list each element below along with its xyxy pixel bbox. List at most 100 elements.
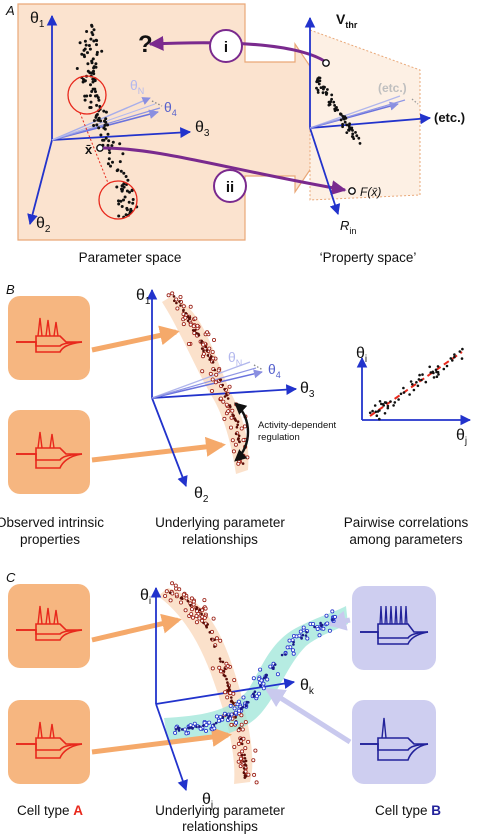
a-property-point xyxy=(330,93,334,97)
a-red-dashed-link xyxy=(79,112,109,184)
b-chain-point xyxy=(228,404,232,407)
c-arrow-a-top xyxy=(91,613,182,643)
c-chain-point-b xyxy=(305,631,308,634)
a-scatter-point xyxy=(106,143,110,147)
a-scatter-point xyxy=(118,142,122,146)
a-etc-grey: (etc.) xyxy=(378,81,407,95)
a-scatter-point xyxy=(91,87,95,91)
b-chain-point xyxy=(186,319,190,323)
c-scatter-point-a xyxy=(190,615,195,620)
a-scatter-point xyxy=(108,151,112,155)
c-arrow-b-top xyxy=(326,611,351,631)
c-scatter-point-a xyxy=(246,772,251,777)
b-scatter-point xyxy=(207,346,212,351)
c-chain-point-a xyxy=(240,753,244,757)
c-chain-point-a xyxy=(168,591,172,595)
b-correlation-point xyxy=(453,355,456,359)
c-chain-point-b xyxy=(253,690,257,693)
c-scatter-point-b xyxy=(233,710,238,715)
a-scatter-point xyxy=(97,98,101,102)
c-scatter-point-b xyxy=(258,667,263,672)
b-scatter-point xyxy=(211,337,216,342)
b-scatter-point xyxy=(236,461,241,466)
c-scatter-point-a xyxy=(223,690,228,695)
a-property-point xyxy=(332,100,336,104)
b-correlation-point xyxy=(383,412,387,415)
a-rin-label: Rin xyxy=(340,218,356,236)
b-scatter-point xyxy=(213,380,218,385)
c-scatter-point-b xyxy=(297,633,302,638)
a-scatter-point xyxy=(126,178,130,182)
b-correlation-point xyxy=(378,417,381,421)
c-scatter-point-a xyxy=(246,739,251,744)
a-property-point xyxy=(326,88,329,91)
b-orange-band xyxy=(162,296,249,474)
b-chain-point xyxy=(236,438,240,441)
c-scatter-point-b xyxy=(212,726,217,731)
a-scatter-point xyxy=(125,189,129,193)
parameter-space-arrow-shape xyxy=(17,3,346,241)
b-chain-point xyxy=(172,295,176,298)
b-scatter-point xyxy=(233,442,238,447)
a-property-point xyxy=(330,97,333,101)
a-scatter-point xyxy=(94,65,98,69)
c-scatter-point-b xyxy=(254,694,259,699)
c-scatter-point-a xyxy=(238,756,243,761)
c-scatter-point-a xyxy=(253,748,258,753)
c-chain-point-a xyxy=(242,760,246,763)
property-space-axes xyxy=(304,16,432,216)
a-scatter-point xyxy=(107,139,111,143)
c-trace-b-top xyxy=(360,605,429,645)
a-scatter-point xyxy=(111,140,115,144)
a-property-point xyxy=(345,123,349,127)
c-chain-point-a xyxy=(213,645,216,648)
c-chain-point-b xyxy=(319,621,322,625)
c-chain-point-b xyxy=(244,704,248,708)
b-scatter-point xyxy=(195,323,200,328)
c-cell-box-b-top xyxy=(352,586,436,670)
b-trace-bottom xyxy=(16,431,83,469)
c-chain-point-a xyxy=(208,631,212,634)
a-scatter-point xyxy=(130,189,134,193)
a-scatter-point xyxy=(106,123,109,127)
c-chain-point-a xyxy=(202,621,205,625)
b-chain-point xyxy=(200,340,203,344)
b-scatter-point xyxy=(224,402,229,407)
a-scatter-point xyxy=(89,83,92,87)
b-axis-thetaN: θN xyxy=(228,349,242,368)
a-axis-theta3: θ3 xyxy=(195,119,210,139)
a-property-point xyxy=(316,88,320,92)
c-chain-point-a xyxy=(244,759,248,763)
a-scatter-point xyxy=(90,61,94,65)
a-property-point xyxy=(351,132,355,136)
b-dots-between-axes xyxy=(253,364,264,371)
panel-c-letter: C xyxy=(6,570,16,585)
a-property-point xyxy=(327,103,331,107)
a-scatter-point xyxy=(118,160,122,164)
a-axis-theta4: θ4 xyxy=(164,99,177,118)
c-scatter-point-a xyxy=(183,608,188,613)
c-chain-point-a xyxy=(200,612,203,616)
a-scatter-point xyxy=(88,47,92,51)
b-correlation-point xyxy=(382,404,386,407)
b-scatter-point xyxy=(166,293,171,298)
c-scatter-point-a xyxy=(239,722,244,727)
a-fx-label: F(x̄) xyxy=(360,185,381,199)
c-scatter-point-b xyxy=(315,627,320,632)
c-scatter-point-a xyxy=(189,596,194,601)
c-caption-right: Cell type B xyxy=(375,803,441,818)
b-correlation-point xyxy=(460,357,464,360)
b-correlation-point xyxy=(380,402,383,406)
a-scatter-point xyxy=(95,43,98,47)
b-caption-right-2: among parameters xyxy=(349,532,463,547)
b-scatter-point xyxy=(191,324,196,329)
c-scatter-point-a xyxy=(214,636,219,641)
c-scatter-point-b xyxy=(332,614,337,619)
a-arrow-i xyxy=(148,35,327,64)
c-scatter-point-a xyxy=(174,592,179,597)
b-correlation-point xyxy=(373,404,377,407)
a-property-point xyxy=(351,129,354,132)
a-scatter-point xyxy=(100,49,104,53)
c-scatter-point-b xyxy=(204,723,209,728)
a-param-scatter xyxy=(75,23,139,219)
